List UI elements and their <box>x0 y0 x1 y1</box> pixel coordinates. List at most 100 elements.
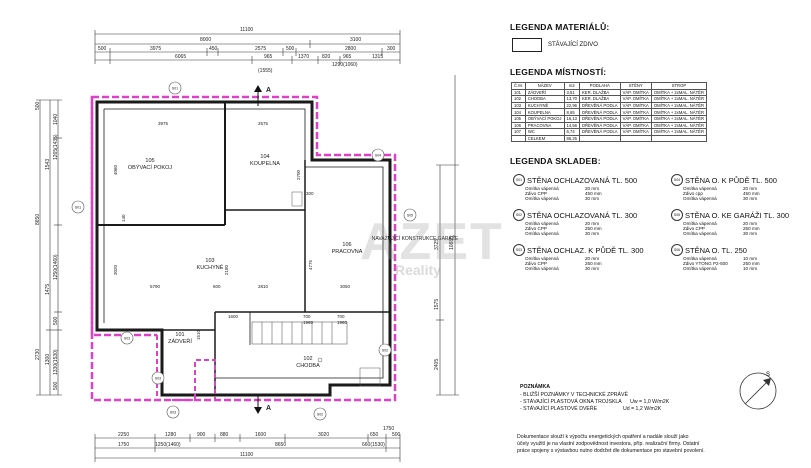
idim-a: 3975 <box>158 121 169 126</box>
dim-bot-1g: 650 <box>370 432 379 438</box>
room-num-105: 105 <box>145 158 154 164</box>
room-table-head-walls: STĚNY <box>619 82 652 90</box>
dim-left-i: 500 <box>53 381 59 390</box>
layer-name: Omítka vápenná <box>525 231 559 237</box>
wall-tag-label-1: S01 <box>172 87 178 91</box>
room-table-cell: KUCHYNĚ <box>524 101 565 110</box>
idim-h: 300 <box>306 191 314 196</box>
dim-right-d: 2405 <box>434 359 440 370</box>
layer-name: Zdivo CPP <box>683 226 705 232</box>
dim-bot-1h: 1750 <box>383 426 394 432</box>
material-item-label: STÁVAJÍCÍ ZDIVO <box>548 42 598 48</box>
layer-name: Omítka vápenná <box>683 266 717 272</box>
idim-k: 2180 <box>224 264 229 275</box>
top-dimension-labels: 11100 8000 3100 500 3975 450 2575 500 28… <box>98 27 396 74</box>
dim-top-3c: 1370 <box>298 54 309 60</box>
floor-plan: 11100 8000 3100 500 3975 450 2575 500 28… <box>35 27 459 462</box>
room-labels: 105 OBÝVACÍ POKOJ 104 KOUPELNA 103 KUCHY… <box>128 154 363 369</box>
dim-right-c: 1575 <box>434 299 440 310</box>
dim-top-paren-b: 1290(1060) <box>332 62 358 68</box>
idim-o: 1960 <box>303 320 314 325</box>
room-table-cell: VÁP. OMÍTKA <box>619 114 652 123</box>
wall-tag-s01-left-icon <box>71 200 85 214</box>
room-table-cell: OMÍTKA + 2xMAL. NÁTĚR <box>650 128 707 136</box>
room-table-cell <box>650 134 707 143</box>
room-name-101: ZÁDVEŘÍ <box>168 337 192 345</box>
dim-bot-1d: 880 <box>220 432 229 438</box>
layer-name: Omítka vápenná <box>683 196 717 202</box>
dim-bot-1c: 900 <box>197 432 206 438</box>
wall-tag-s03-left-icon <box>120 331 134 345</box>
room-table-total-label: CELKEM <box>524 134 565 143</box>
wall-tag-s05-icon <box>403 208 417 222</box>
dim-top-2e: 500 <box>286 46 295 52</box>
idim-c: 4060 <box>113 164 118 175</box>
layer-name: Zdivo cpp <box>683 191 703 197</box>
room-table-cell: KER. DLAŽBA <box>579 88 621 97</box>
room-table-head-name: NÁZEV <box>524 82 565 90</box>
layer-thickness: 30 mm <box>585 196 600 202</box>
fixtures <box>291 191 381 387</box>
thermal-envelope-entry <box>156 335 216 401</box>
north-label: S <box>766 372 770 378</box>
layer-name: Omítka vápenná <box>525 266 559 272</box>
layer-thickness: 30 mm <box>743 196 758 202</box>
room-table-cell: VÁP. OMÍTKA <box>619 108 652 116</box>
room-table-cell: 101 <box>511 88 526 97</box>
layer-thickness: 20 mm <box>743 186 758 191</box>
composition-layer: Omítka vápenná 30 mm <box>671 196 811 201</box>
room-name-106: PRACOVNA <box>332 249 363 255</box>
composition-tag-icon: S05 <box>671 209 683 221</box>
dim-bot-1b: 1280 <box>165 432 176 438</box>
section-arrow-top-icon <box>254 85 262 92</box>
composition-tag-icon: S01 <box>513 174 525 186</box>
right-dimension-labels: 3725 10885 1575 2405 <box>434 236 455 370</box>
composition-tag-icon: S04 <box>671 174 683 186</box>
layer-name: Omítka vápenná <box>683 256 717 261</box>
dim-bot-2a: 1750 <box>118 442 129 448</box>
layer-name: Omítka vápenná <box>683 231 717 237</box>
wall-tag-s03-entry-icon <box>151 371 165 385</box>
room-table-cell: 104 <box>511 108 526 116</box>
layer-name: Zdivo CPP <box>525 226 547 232</box>
room-table-cell: VÁP. OMÍTKA <box>619 128 652 136</box>
room-table-cell: DŘEVĚNÁ PODLA <box>579 128 621 136</box>
note-line-2: - STÁVAJÍCÍ PLASTOVÁ OKNA TROJSKLA Uw = … <box>520 399 670 405</box>
layer-thickness: 450 mm <box>743 191 760 197</box>
wall-tag-s02-right-icon <box>378 343 392 357</box>
right-dimensions <box>436 75 459 396</box>
dim-top-3f: 1315 <box>372 54 383 60</box>
layer-name: Zdivo CPP <box>525 191 547 197</box>
bottom-dimension-labels: 2250 1280 900 880 1600 3020 650 1750 500… <box>118 426 401 458</box>
room-table-cell: 107 <box>511 128 526 136</box>
north-arrow-icon: S <box>739 372 777 410</box>
layer-thickness: 250 mm <box>585 261 602 267</box>
dim-top-2b: 3975 <box>150 46 161 52</box>
room-table-cell: KER. DLAŽBA <box>579 95 621 103</box>
room-table-head-ceiling: STROP <box>650 82 707 90</box>
wall-tag-label-9: S04 <box>375 154 381 158</box>
dim-top-3e: 965 <box>343 54 352 60</box>
idim-j: 3050 <box>340 284 351 289</box>
room-table-cell: CHODBA <box>524 95 565 103</box>
dim-left-j: 1265(1435) <box>53 134 59 160</box>
room-table-cell: OMÍTKA + 2xMAL. NÁTĚR <box>650 88 707 97</box>
layer-thickness: 10 mm <box>743 256 758 261</box>
room-table-cell: OMÍTKA + 2xMAL. NÁTĚR <box>650 108 707 116</box>
note-line-3: - STÁVAJÍCÍ PLASTOVÉ DVEŘE Ud = 1,2 W/m2… <box>520 406 662 412</box>
dim-top-1a: 8000 <box>200 37 211 43</box>
layer-thickness: 20 mm <box>585 221 600 226</box>
section-arrow-bottom-icon <box>254 407 262 414</box>
room-table-header: Č.M. NÁZEV m2 PODLAHA STĚNY STROP <box>511 82 707 90</box>
